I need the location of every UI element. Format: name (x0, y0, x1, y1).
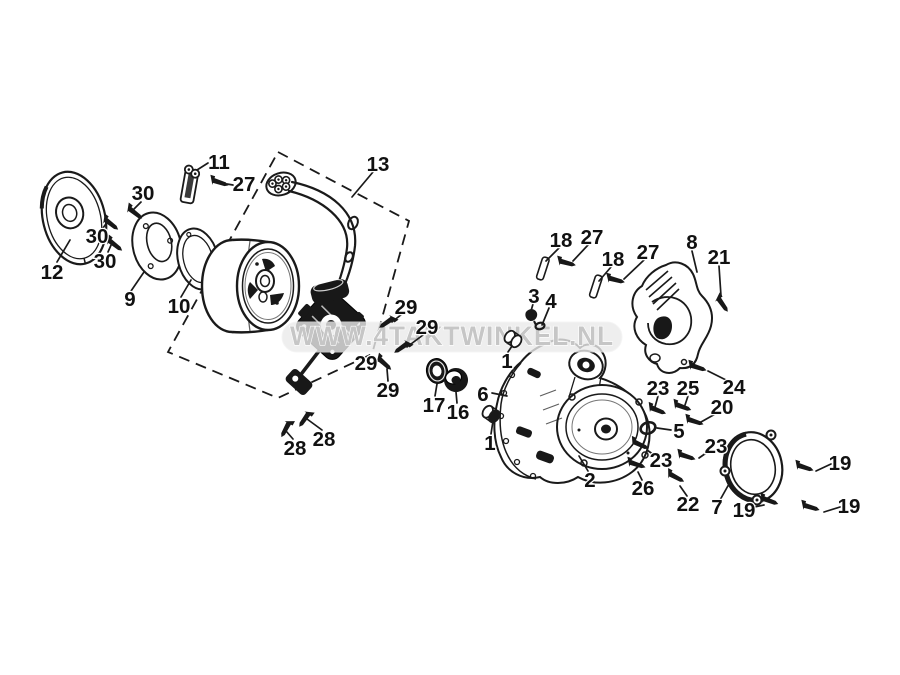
callout-27-b: 27 (581, 226, 604, 249)
callout-29-d: 29 (377, 379, 400, 402)
callout-19-b: 19 (733, 499, 756, 522)
callout-10: 10 (168, 295, 191, 318)
stator-assembly-dashed-box (166, 150, 411, 399)
callout-22: 22 (677, 493, 700, 516)
callout-19-a: 19 (829, 452, 852, 475)
watermark-text: WWW.4TAKTWINKEL.NL (290, 321, 614, 351)
part-11-bracket (179, 164, 201, 205)
watermark: WWW.4TAKTWINKEL.NL (281, 320, 623, 353)
part-7-retainer-ring (719, 429, 784, 506)
callout-29-a: 29 (395, 296, 418, 319)
part-flywheel (200, 238, 301, 334)
callout-18-a: 18 (550, 229, 573, 252)
part-8-sprocket-cover (631, 261, 713, 374)
bolt-19-a (792, 459, 815, 475)
callout-17: 17 (423, 394, 446, 417)
callout-11: 11 (208, 151, 230, 174)
callout-30-c: 30 (94, 250, 117, 273)
callout-30-b: 30 (86, 225, 109, 248)
bolt-21 (712, 292, 732, 315)
callout-23-c: 23 (705, 435, 728, 458)
part-17-washer (425, 358, 449, 384)
callout-1-b: 1 (484, 432, 495, 455)
part-1-bushing-upper (503, 329, 523, 349)
bolt-27-a (207, 174, 230, 190)
callout-1-a: 1 (501, 350, 512, 373)
callout-23-b: 23 (650, 449, 673, 472)
bolt-19-c (798, 499, 821, 515)
callout-30-a: 30 (132, 182, 155, 205)
part-2-crankcase-cover (493, 338, 651, 484)
callout-16: 16 (447, 401, 470, 424)
callout-5: 5 (673, 420, 684, 443)
callout-labels: 12 30 30 30 9 10 11 27 13 29 29 29 29 28… (39, 150, 861, 524)
callout-21: 21 (708, 246, 731, 269)
callout-7: 7 (711, 496, 722, 519)
callout-9: 9 (124, 288, 135, 311)
callout-27-a: 27 (233, 173, 256, 196)
callout-19-c: 19 (838, 495, 861, 518)
callout-12: 12 (41, 261, 64, 284)
callout-3: 3 (528, 285, 539, 308)
bolt-23-c (674, 448, 697, 464)
pickup-coil (285, 369, 313, 395)
callout-27-c: 27 (637, 241, 660, 264)
part-16-nut (444, 368, 468, 392)
part-5-oring (639, 420, 657, 436)
callout-6: 6 (477, 383, 488, 406)
callout-29-c: 29 (355, 352, 378, 375)
callout-26: 26 (632, 477, 655, 500)
wire-connector (265, 171, 297, 197)
callout-25: 25 (677, 377, 700, 400)
callout-2: 2 (584, 469, 595, 492)
callout-4: 4 (545, 290, 557, 313)
part-4-oring (534, 321, 546, 331)
bolt-27-b (554, 255, 577, 270)
callout-13: 13 (367, 153, 390, 176)
callout-8: 8 (686, 231, 697, 254)
callout-20: 20 (711, 396, 734, 419)
callout-18-b: 18 (602, 248, 625, 271)
bolt-27-c (603, 272, 626, 287)
callout-28-a: 28 (284, 437, 307, 460)
callout-29-b: 29 (416, 316, 439, 339)
bolt-28-b (295, 407, 315, 430)
callout-23-a: 23 (647, 377, 670, 400)
part-12-starter-pulley (39, 170, 108, 266)
bolt-25 (670, 398, 693, 415)
callout-28-b: 28 (313, 428, 336, 451)
part-1-bushing-lower (481, 404, 501, 424)
leader-lines (56, 162, 841, 513)
bolt-28-a (277, 416, 295, 440)
callout-24: 24 (723, 376, 746, 399)
